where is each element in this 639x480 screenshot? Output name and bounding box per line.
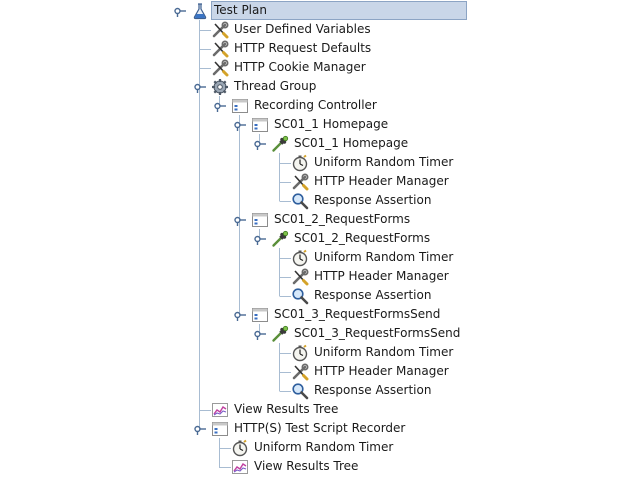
tree-node-label: Uniform Random Timer bbox=[254, 440, 394, 454]
tree-node-label: HTTP(S) Test Script Recorder bbox=[234, 421, 406, 435]
tree-node-label: User Defined Variables bbox=[234, 22, 371, 36]
wrench-screwdriver-icon bbox=[212, 40, 229, 58]
collapse-handle-test-plan[interactable] bbox=[173, 4, 187, 18]
collapse-handle-sc01-1-sampler[interactable] bbox=[253, 137, 267, 151]
controller-window-icon bbox=[252, 213, 268, 227]
tree-node-label: Uniform Random Timer bbox=[314, 345, 454, 359]
stopwatch-icon bbox=[292, 344, 308, 362]
wrench-screwdriver-icon bbox=[292, 363, 309, 381]
wrench-screwdriver-icon bbox=[292, 173, 309, 191]
gear-icon bbox=[212, 79, 228, 95]
tree-node-label: View Results Tree bbox=[234, 402, 339, 416]
controller-window-icon bbox=[232, 99, 248, 113]
collapse-handle-sc01-3-sampler[interactable] bbox=[253, 327, 267, 341]
tree-node-label: Response Assertion bbox=[314, 288, 432, 302]
tree-node-label: Response Assertion bbox=[314, 383, 432, 397]
magnifier-icon bbox=[292, 193, 309, 210]
flask-icon bbox=[193, 3, 207, 20]
magnifier-icon bbox=[292, 383, 309, 400]
collapse-handle-sc01-2-sampler[interactable] bbox=[253, 232, 267, 246]
controller-window-icon bbox=[252, 118, 268, 132]
collapse-handle-thread-group[interactable] bbox=[193, 80, 207, 94]
tree-node-label: HTTP Request Defaults bbox=[234, 41, 372, 55]
tree-node-label: SC01_2_RequestForms bbox=[294, 231, 431, 245]
controller-window-icon bbox=[212, 422, 228, 436]
stopwatch-icon bbox=[292, 154, 308, 172]
chart-icon bbox=[212, 403, 228, 417]
tree-node-label: HTTP Header Manager bbox=[314, 269, 449, 283]
collapse-handle-test-script-recorder[interactable] bbox=[193, 422, 207, 436]
tree-node-label: HTTP Cookie Manager bbox=[234, 60, 366, 74]
tree-node-label: Recording Controller bbox=[254, 98, 377, 112]
wrench-screwdriver-icon bbox=[212, 21, 229, 39]
pipette-icon bbox=[272, 325, 289, 342]
collapse-handle-sc01-2-controller[interactable] bbox=[233, 213, 247, 227]
stopwatch-icon bbox=[292, 249, 308, 267]
collapse-handle-sc01-3-controller[interactable] bbox=[233, 308, 247, 322]
tree-node-label: SC01_3_RequestFormsSend bbox=[294, 326, 461, 340]
tree-node-label: Uniform Random Timer bbox=[314, 250, 454, 264]
tree-node-label: Uniform Random Timer bbox=[314, 155, 454, 169]
tree-node-label: View Results Tree bbox=[254, 459, 359, 473]
tree-node-label: HTTP Header Manager bbox=[314, 174, 449, 188]
pipette-icon bbox=[272, 230, 289, 247]
controller-window-icon bbox=[252, 308, 268, 322]
chart-icon bbox=[232, 460, 248, 474]
tree-node-label: SC01_1 Homepage bbox=[294, 136, 409, 150]
tree-node-test-plan[interactable]: Test Plan bbox=[191, 1, 467, 20]
tree-node-label: SC01_3_RequestFormsSend bbox=[274, 307, 441, 321]
tree-node-label: SC01_1 Homepage bbox=[274, 117, 389, 131]
pipette-icon bbox=[272, 135, 289, 152]
tree-node-label: Test Plan bbox=[211, 1, 467, 20]
stopwatch-icon bbox=[232, 439, 248, 457]
tree-node-label: SC01_2_RequestForms bbox=[274, 212, 411, 226]
collapse-handle-sc01-1-controller[interactable] bbox=[233, 118, 247, 132]
tree-node-label: HTTP Header Manager bbox=[314, 364, 449, 378]
wrench-screwdriver-icon bbox=[292, 268, 309, 286]
wrench-screwdriver-icon bbox=[212, 59, 229, 77]
collapse-handle-recording-controller[interactable] bbox=[213, 99, 227, 113]
tree-node-label: Response Assertion bbox=[314, 193, 432, 207]
tree-node-label: Thread Group bbox=[234, 79, 317, 93]
magnifier-icon bbox=[292, 288, 309, 305]
